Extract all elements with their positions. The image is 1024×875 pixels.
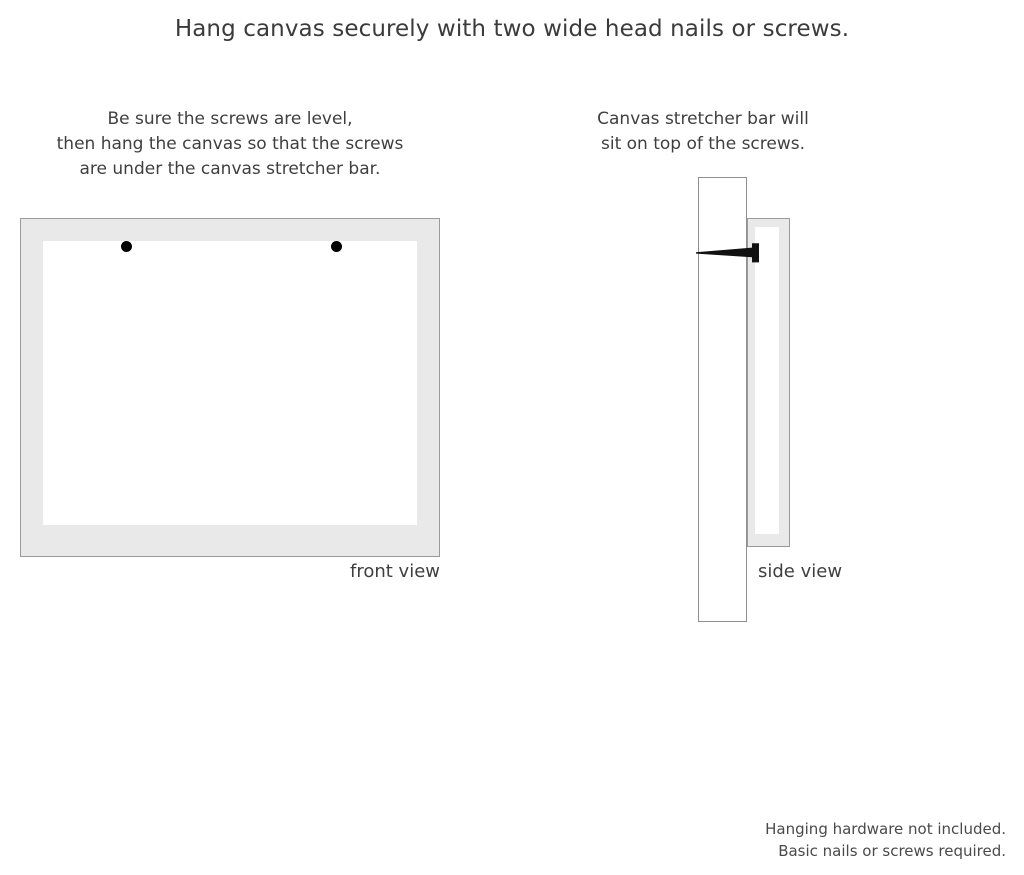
front-view-diagram [20,218,440,557]
canvas-face-inner [43,241,417,525]
side-view-label: side view [758,561,843,582]
front-view-label: front view [350,561,440,582]
screw-head-right-icon [331,241,342,252]
screw-head-left-icon [121,241,132,252]
side-view-caption: Canvas stretcher bar will sit on top of … [553,107,853,157]
hardware-disclaimer-line-1: Hanging hardware not included. [765,820,1006,838]
canvas-stretcher-bar [747,218,790,547]
hardware-disclaimer-line-2: Basic nails or screws required. [778,842,1006,860]
front-view-caption-line-1: Be sure the screws are level, [107,109,353,129]
screw-side-profile-icon [696,242,768,264]
canvas-frame-outer [20,218,440,557]
side-view-caption-line-1: Canvas stretcher bar will [597,109,809,129]
side-view-diagram [690,170,870,640]
front-view-caption-line-2: then hang the canvas so that the screws [56,134,404,154]
front-view-caption-line-3: are under the canvas stretcher bar. [79,159,381,179]
stretcher-bar-inner-face [755,227,779,534]
hardware-disclaimer: Hanging hardware not included. Basic nai… [765,818,1006,862]
front-view-caption: Be sure the screws are level, then hang … [20,107,440,182]
page-title: Hang canvas securely with two wide head … [174,16,850,42]
side-view-caption-line-2: sit on top of the screws. [600,134,806,154]
